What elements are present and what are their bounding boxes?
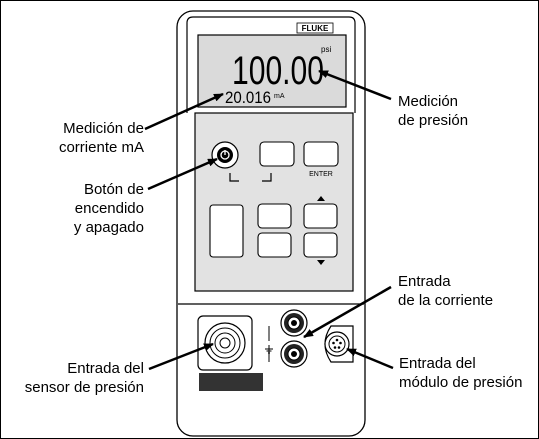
down-key[interactable] — [303, 232, 338, 258]
keypad-panel — [194, 112, 354, 292]
pressure-sensor-input-label: Entrada del sensor de presión — [24, 360, 144, 396]
pressure-module-port-ring — [328, 335, 346, 353]
pressure-measurement-arrow — [318, 69, 392, 101]
pressure-sensor-port[interactable] — [204, 322, 246, 364]
enter-key[interactable] — [303, 141, 339, 167]
pressure-sensor-port-ring — [209, 327, 241, 359]
current-unit: mA — [274, 93, 285, 100]
key-mid-bottom[interactable] — [257, 232, 292, 258]
pressure-module-arrow — [346, 347, 394, 370]
label-strip — [199, 373, 263, 391]
brand-logo: FLUKE — [302, 24, 329, 33]
enter-key-label: ENTER — [309, 171, 333, 178]
power-button-arrow — [147, 157, 218, 191]
up-key[interactable] — [303, 203, 338, 229]
pressure-reading: 100.00 — [232, 49, 324, 93]
large-key[interactable] — [209, 204, 244, 258]
current-measurement-label: Medición de corriente mA — [58, 120, 144, 156]
down-arrow-icon — [317, 260, 325, 265]
pressure-sensor-port-inner — [214, 332, 236, 354]
pressure-module-input-label: Entrada del módulo de presión — [399, 355, 523, 391]
current-input-arrow — [303, 285, 392, 339]
left-bracket-mark — [229, 173, 239, 182]
current-input-jack-bottom[interactable] — [280, 340, 308, 368]
pressure-sensor-arrow — [148, 342, 214, 371]
pressure-unit: psi — [321, 45, 331, 54]
current-reading: 20.016 — [225, 88, 271, 107]
current-input-jack-top[interactable] — [280, 309, 308, 337]
key-mid-top[interactable] — [257, 203, 292, 229]
current-measurement-arrow — [144, 92, 224, 131]
function-key-1[interactable] — [259, 141, 295, 167]
ground-icon — [265, 345, 273, 354]
current-input-label: Entrada de la corriente — [398, 273, 494, 309]
up-arrow-icon — [317, 196, 325, 201]
brand-badge — [296, 22, 334, 34]
pressure-module-pins — [332, 338, 342, 349]
right-bracket-mark — [262, 173, 272, 182]
pressure-sensor-port-core — [219, 337, 231, 349]
power-button-label: Botón de encendido y apagado — [73, 181, 144, 236]
pressure-measurement-label: Medición de presión — [398, 93, 469, 129]
